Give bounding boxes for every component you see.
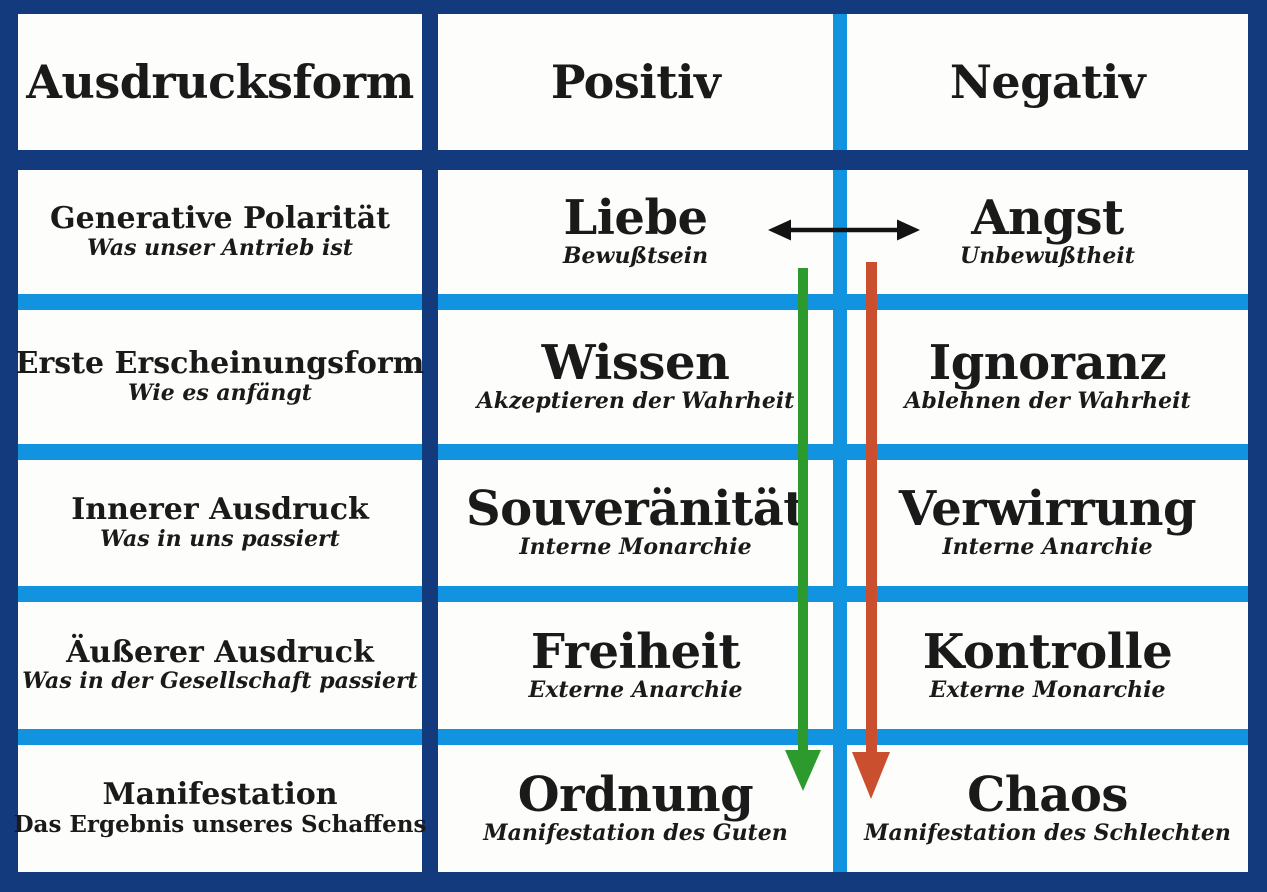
row-label: Innerer Ausdruck xyxy=(71,492,369,528)
positive-subterm: Interne Monarchie xyxy=(519,534,752,561)
positive-term: Liebe xyxy=(563,190,708,247)
row-sublabel: Das Ergebnis unseres Schaffens xyxy=(13,810,427,838)
row-sublabel: Was in uns passiert xyxy=(100,525,340,552)
header-cell-negativ: Negativ xyxy=(847,14,1248,150)
row-sublabel: Was unser Antrieb ist xyxy=(87,234,353,261)
negative-subterm: Ablehnen der Wahrheit xyxy=(904,388,1191,415)
positive-subterm: Akzeptieren der Wahrheit xyxy=(476,388,795,415)
negative-term: Kontrolle xyxy=(922,623,1173,680)
column-separator xyxy=(833,170,847,872)
positive-cell: Souveränität Interne Monarchie xyxy=(438,460,833,586)
negative-term: Verwirrung xyxy=(898,481,1197,538)
negative-term: Chaos xyxy=(967,766,1128,823)
row-label-cell: Äußerer Ausdruck Was in der Gesellschaft… xyxy=(18,602,422,729)
row-label-cell: Innerer Ausdruck Was in uns passiert xyxy=(18,460,422,586)
negative-cell: Kontrolle Externe Monarchie xyxy=(847,602,1248,729)
positive-subterm: Bewußtsein xyxy=(562,243,709,270)
negative-cell: Angst Unbewußtheit xyxy=(847,170,1248,294)
negative-cell: Verwirrung Interne Anarchie xyxy=(847,460,1248,586)
row-separator xyxy=(18,586,422,602)
positive-term: Freiheit xyxy=(530,623,741,680)
negative-subterm: Interne Anarchie xyxy=(942,534,1153,561)
negative-subterm: Unbewußtheit xyxy=(960,243,1135,270)
row-separator xyxy=(18,294,422,310)
negative-subterm: Externe Monarchie xyxy=(929,676,1166,703)
row-label-cell: Erste Erscheinungsform Wie es anfängt xyxy=(15,310,425,444)
row-label-cell: Generative Polarität Was unser Antrieb i… xyxy=(18,170,422,294)
row-separator xyxy=(18,444,422,460)
positive-subterm: Externe Anarchie xyxy=(528,676,743,703)
row-separator xyxy=(18,729,422,745)
header-cell-ausdrucksform: Ausdrucksform xyxy=(18,14,422,150)
row-label: Äußerer Ausdruck xyxy=(66,634,374,670)
negative-cell: Chaos Manifestation des Schlechten xyxy=(847,745,1248,872)
header-cell-positiv: Positiv xyxy=(438,14,833,150)
column-header: Ausdrucksform xyxy=(26,55,414,109)
row-label: Manifestation xyxy=(102,777,338,813)
positive-term: Ordnung xyxy=(517,766,754,823)
column-separator xyxy=(833,14,847,150)
row-label-cell: Manifestation Das Ergebnis unseres Schaf… xyxy=(14,745,426,872)
positive-subterm: Manifestation des Guten xyxy=(483,819,788,846)
column-header: Positiv xyxy=(550,55,721,109)
positive-term: Souveränität xyxy=(466,481,805,538)
positive-cell: Ordnung Manifestation des Guten xyxy=(438,745,833,872)
row-sublabel: Wie es anfängt xyxy=(128,379,312,406)
row-label: Erste Erscheinungsform xyxy=(15,346,425,382)
positive-cell: Liebe Bewußtsein xyxy=(438,170,833,294)
positive-cell: Freiheit Externe Anarchie xyxy=(438,602,833,729)
row-label: Generative Polarität xyxy=(49,201,391,237)
negative-cell: Ignoranz Ablehnen der Wahrheit xyxy=(847,310,1248,444)
negative-subterm: Manifestation des Schlechten xyxy=(864,819,1231,846)
negative-term: Angst xyxy=(971,190,1124,247)
negative-term: Ignoranz xyxy=(928,335,1167,392)
positive-term: Wissen xyxy=(541,335,730,392)
column-header: Negativ xyxy=(949,55,1146,109)
positive-cell: Wissen Akzeptieren der Wahrheit xyxy=(438,310,833,444)
row-sublabel: Was in der Gesellschaft passiert xyxy=(22,668,418,695)
